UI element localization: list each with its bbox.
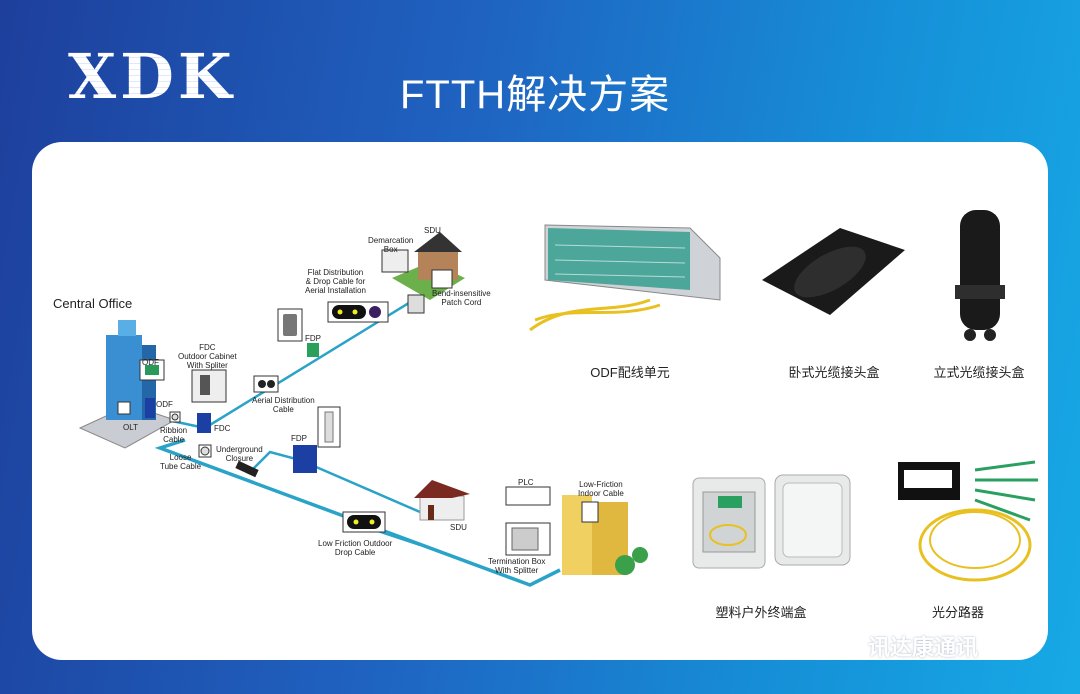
olt-label: OLT (123, 423, 138, 432)
page-title: FTTH解决方案 (400, 73, 671, 117)
central-office-label: Central Office (53, 296, 133, 311)
fdc-label: FDC (214, 424, 231, 433)
xdk-logo: XDK (68, 40, 236, 113)
fdc-box (197, 413, 211, 433)
product-caption-splitter: 光分路器 (931, 605, 985, 620)
sdu-top-label: SDU (424, 226, 441, 235)
demarcation-box-icon (381, 249, 409, 273)
plc-label: PLC (518, 478, 534, 487)
product-caption-odf: ODF配线单元 (590, 365, 670, 380)
apartment-building (562, 495, 648, 575)
branch-cable-line (251, 450, 421, 514)
odf-label: ODF (156, 400, 173, 409)
horizontal-closure-product-image (762, 228, 905, 315)
fdp-upper-box (307, 343, 319, 357)
outdoor-terminal-box-product-image (692, 474, 851, 569)
patch-cord-photo (407, 294, 425, 314)
sdu-lower-label: SDU (450, 523, 467, 532)
fdp-upper-label: FDP (305, 334, 321, 343)
fdp-lower-label: FDP (291, 434, 307, 443)
odf-product-image (529, 224, 721, 332)
vertical-closure-product-image (955, 210, 1005, 341)
underground-closure (235, 460, 259, 478)
sdu-lower-house (414, 480, 470, 521)
product-caption-horizontal-closure: 卧式光缆接头盒 (788, 365, 880, 380)
splitter-product-image (898, 460, 1038, 582)
watermark: 讯达康通讯 (868, 635, 979, 660)
product-caption-terminal-box: 塑料户外终端盒 (715, 605, 807, 620)
plc-icon (505, 486, 551, 506)
odf-upper-label: ODF (142, 358, 159, 367)
product-caption-vertical-closure: 立式光缆接头盒 (933, 365, 1025, 380)
fdp-lower-box (293, 445, 317, 473)
